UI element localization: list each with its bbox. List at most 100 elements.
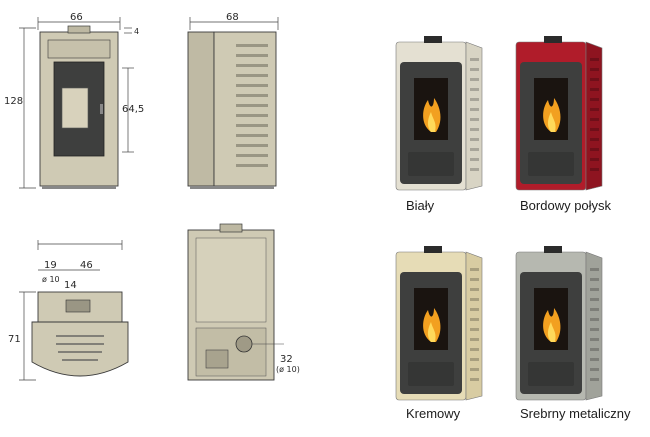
- louver-slot: [236, 144, 268, 147]
- side-louvers: [236, 44, 268, 167]
- front-view-drawing: 66 4 128 64,5: [4, 12, 144, 189]
- stove-side-slot: [590, 378, 599, 381]
- stove-ash-drawer: [528, 362, 574, 386]
- front-top-gap-label: 4: [134, 27, 139, 36]
- louver-slot: [236, 134, 268, 137]
- top-dim-c: ø 10: [42, 275, 60, 284]
- stove-side-slot: [590, 288, 599, 291]
- stove-side-slot: [470, 368, 479, 371]
- stove-photo-bordowy: [515, 36, 603, 191]
- stove-side-slot: [470, 148, 479, 151]
- stove-side-slot: [470, 58, 479, 61]
- stove-side-slot: [470, 298, 479, 301]
- stove-side-slot: [470, 268, 479, 271]
- top-dim-b: 46: [80, 260, 93, 271]
- stove-side-slot: [590, 128, 599, 131]
- stove-side-slot: [590, 78, 599, 81]
- stove-side-slot: [470, 128, 479, 131]
- stove-flame-core: [427, 322, 436, 342]
- stove-side-slot: [590, 348, 599, 351]
- stove-side-slot: [470, 108, 479, 111]
- rear-dim-a: 32: [280, 354, 293, 365]
- variant-label-kremowy: Kremowy: [406, 406, 461, 421]
- louver-slot: [236, 164, 268, 167]
- stove-side-slot: [470, 378, 479, 381]
- louver-slot: [236, 154, 268, 157]
- stove-side-slot: [470, 278, 479, 281]
- louver-slot: [236, 44, 268, 47]
- stove-control-panel: [544, 36, 562, 43]
- stove-photo-kremowy: [395, 246, 483, 401]
- stove-side-slot: [470, 338, 479, 341]
- top-depth-label: 71: [8, 334, 21, 345]
- stove-flame-core: [427, 112, 436, 132]
- stove-side-slot: [470, 118, 479, 121]
- variant-label-srebrny: Srebrny metaliczny: [520, 406, 631, 421]
- top-view-drawing: 19 46 ø 10 14 71: [8, 240, 129, 381]
- stove-side-panel: [465, 251, 483, 401]
- variant-label-bordowy: Bordowy połysk: [520, 198, 612, 213]
- stove-side-slot: [590, 268, 599, 271]
- front-width-label: 66: [70, 12, 83, 23]
- stove-side-slot: [590, 338, 599, 341]
- louver-slot: [236, 74, 268, 77]
- stove-side-slot: [470, 158, 479, 161]
- louver-slot: [236, 114, 268, 117]
- stove-flame-core: [547, 322, 556, 342]
- stove-ash-drawer: [528, 152, 574, 176]
- stove-side-slot: [590, 68, 599, 71]
- stove-side-slot: [470, 88, 479, 91]
- stove-side-slot: [590, 108, 599, 111]
- stove-side-slot: [590, 148, 599, 151]
- stove-side-slot: [470, 318, 479, 321]
- stove-side-slot: [470, 78, 479, 81]
- stove-side-slot: [590, 298, 599, 301]
- stove-side-slot: [590, 328, 599, 331]
- louver-slot: [236, 94, 268, 97]
- stove-ash-drawer: [408, 152, 454, 176]
- stove-side-slot: [470, 168, 479, 171]
- front-height-label: 128: [4, 96, 23, 107]
- stove-side-slot: [590, 278, 599, 281]
- louver-slot: [236, 104, 268, 107]
- stove-side-slot: [590, 118, 599, 121]
- louver-slot: [236, 124, 268, 127]
- stove-control-panel: [424, 36, 442, 43]
- louver-slot: [236, 84, 268, 87]
- rear-dim-b: (ø 10): [276, 365, 300, 374]
- top-dim-d: 14: [64, 280, 77, 291]
- stove-side-slot: [590, 308, 599, 311]
- side-view-drawing: 68: [187, 12, 279, 189]
- variant-label-bialy: Biały: [406, 198, 435, 213]
- stove-side-slot: [590, 318, 599, 321]
- stove-side-slot: [590, 158, 599, 161]
- stove-side-panel: [585, 251, 603, 401]
- rear-view-drawing: 32 (ø 10): [187, 223, 300, 381]
- stove-side-slot: [470, 358, 479, 361]
- stove-photo-srebrny: [515, 246, 603, 401]
- top-dim-a: 19: [44, 260, 57, 271]
- stove-side-slot: [590, 358, 599, 361]
- louver-slot: [236, 54, 268, 57]
- stove-side-slot: [470, 68, 479, 71]
- front-door-height-label: 64,5: [122, 104, 144, 115]
- stove-side-panel: [465, 41, 483, 191]
- stove-control-panel: [544, 246, 562, 253]
- louver-slot: [236, 64, 268, 67]
- stove-photo-bialy: [395, 36, 483, 191]
- stove-side-slot: [470, 138, 479, 141]
- stove-side-slot: [590, 58, 599, 61]
- stove-control-panel: [424, 246, 442, 253]
- side-depth-label: 68: [226, 12, 239, 23]
- stove-side-slot: [590, 98, 599, 101]
- stove-ash-drawer: [408, 362, 454, 386]
- stove-side-slot: [590, 88, 599, 91]
- stove-side-slot: [590, 368, 599, 371]
- stove-flame-core: [547, 112, 556, 132]
- stove-side-slot: [470, 328, 479, 331]
- stove-side-slot: [470, 348, 479, 351]
- stove-side-slot: [470, 308, 479, 311]
- stove-side-slot: [590, 138, 599, 141]
- stove-side-slot: [590, 168, 599, 171]
- stove-side-panel: [585, 41, 603, 191]
